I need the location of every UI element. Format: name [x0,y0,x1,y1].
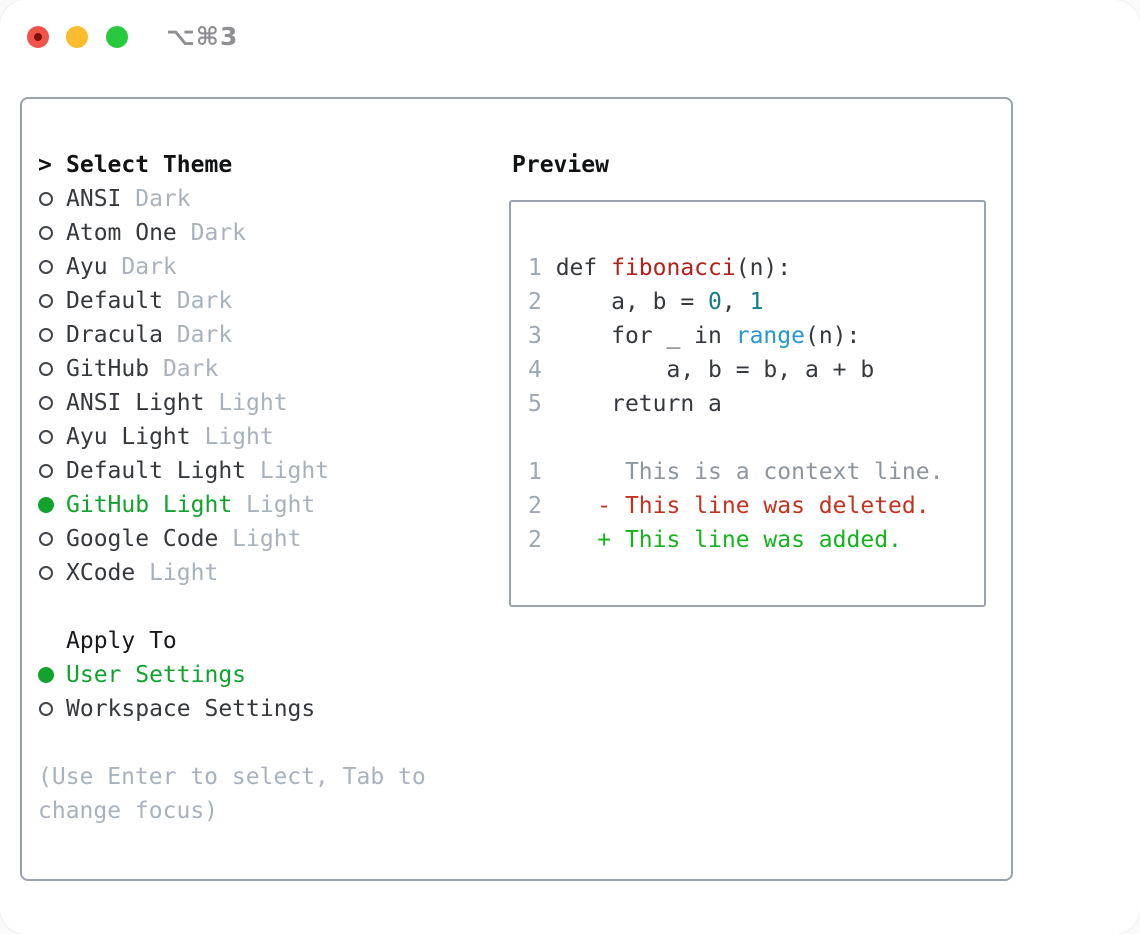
radio-icon [39,362,53,376]
radio-icon [39,396,53,410]
theme-option-xcode[interactable]: XCode Light [38,556,478,590]
titlebar: ⌥⌘3 [0,0,1140,74]
theme-option-ansi-light[interactable]: ANSI Light Light [38,386,478,420]
radio-icon [39,702,53,716]
window-title: ⌥⌘3 [166,22,239,51]
theme-list: ANSI Dark Atom One Dark Ayu Dark Default… [38,182,478,590]
select-theme-header: > Select Theme [38,148,478,182]
selected-radio-icon [38,667,54,683]
apply-option-workspace-settings[interactable]: Workspace Settings [38,692,478,726]
theme-list-column: > Select Theme ANSI Dark Atom One Dark A… [38,148,478,828]
apply-to-title: Apply To [66,628,177,654]
apply-to-header: Apply To [38,624,478,658]
radio-icon [39,260,53,274]
radio-icon [39,192,53,206]
theme-option-ansi[interactable]: ANSI Dark [38,182,478,216]
spacer [38,590,478,624]
radio-icon [39,464,53,478]
theme-option-ayu-light[interactable]: Ayu Light Light [38,420,478,454]
apply-option-user-settings[interactable]: User Settings [38,658,478,692]
code-line: 3 for _ in range(n): [528,323,861,349]
theme-option-ayu[interactable]: Ayu Dark [38,250,478,284]
apply-to-list: User Settings Workspace Settings [38,658,478,726]
theme-picker-panel: > Select Theme ANSI Dark Atom One Dark A… [20,97,1013,881]
code-line: 1 def fibonacci(n): [528,255,792,281]
theme-option-atom-one[interactable]: Atom One Dark [38,216,478,250]
code-line: 2 a, b = 0, 1 [528,289,764,315]
radio-icon [39,328,53,342]
preview-box: 1 def fibonacci(n): 2 a, b = 0, 1 3 for _ … [509,200,986,607]
code-line: 2 - This line was deleted. [528,493,930,519]
radio-icon [39,226,53,240]
radio-icon [39,430,53,444]
prompt-icon: > [38,152,52,178]
radio-icon [39,566,53,580]
preview-code: 1 def fibonacci(n): 2 a, b = 0, 1 3 for _ … [528,251,943,557]
theme-option-github[interactable]: GitHub Dark [38,352,478,386]
code-line: 1 This is a context line. [528,459,944,485]
code-line: 5 return a [528,391,722,417]
radio-icon [39,532,53,546]
select-theme-title: Select Theme [66,152,233,178]
prompt-marker: > [38,152,66,178]
theme-option-google-code[interactable]: Google Code Light [38,522,478,556]
code-line: 4 a, b = b, a + b [528,357,875,383]
close-button[interactable] [27,26,49,48]
minimize-button[interactable] [66,26,88,48]
code-line: 2 + This line was added. [528,527,902,553]
theme-option-dracula[interactable]: Dracula Dark [38,318,478,352]
selected-radio-icon [38,497,54,513]
zoom-button[interactable] [106,26,128,48]
code-line [528,421,943,455]
theme-option-default[interactable]: Default Dark [38,284,478,318]
theme-option-default-light[interactable]: Default Light Light [38,454,478,488]
preview-title: Preview [512,152,609,178]
theme-option-github-light[interactable]: GitHub Light Light [38,488,478,522]
help-text: (Use Enter to select, Tab to change focu… [38,764,426,824]
radio-icon [39,294,53,308]
